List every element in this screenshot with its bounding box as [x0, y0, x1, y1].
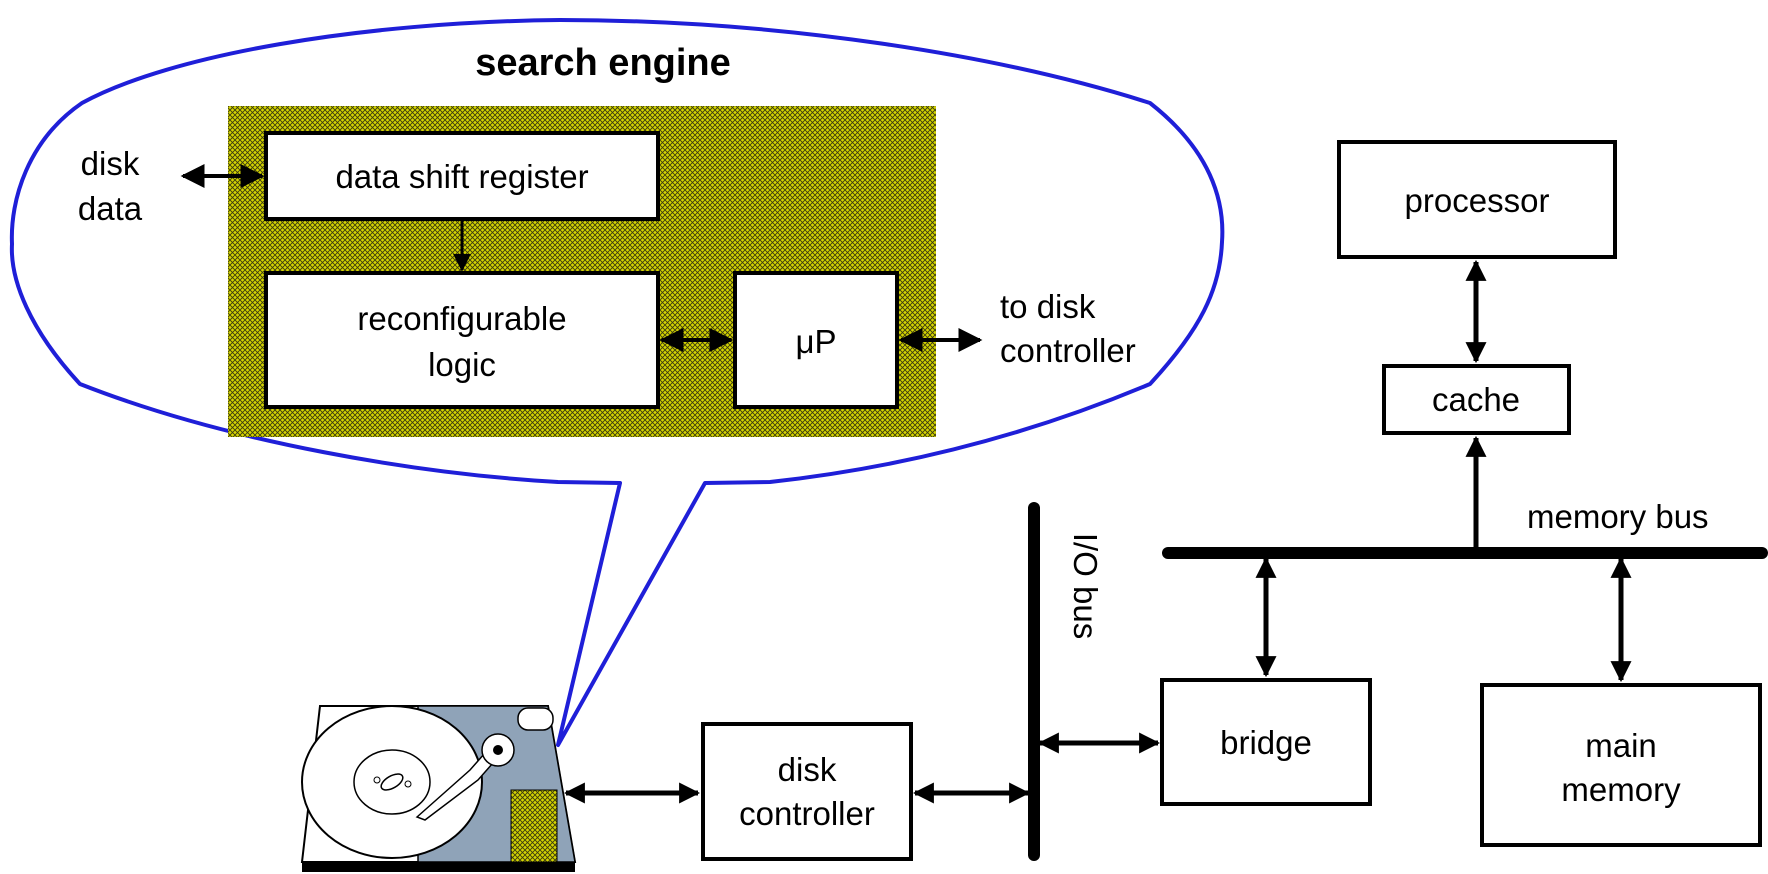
data-shift-register-box	[264, 131, 660, 221]
cache-box	[1382, 364, 1571, 435]
disk-controller-label-line1: disk	[778, 751, 837, 788]
disk-controller-label-line2: controller	[739, 795, 875, 832]
bridge-box	[1160, 678, 1372, 806]
main-memory-label-line2: memory	[1561, 771, 1681, 808]
main-memory-box	[1480, 683, 1762, 847]
to-disk-controller-label-line1: to disk	[1000, 288, 1096, 325]
disk-controller-box	[701, 722, 913, 861]
cache-label: cache	[1432, 381, 1520, 418]
microprocessor-box	[733, 271, 899, 409]
search-engine-title: search engine	[475, 42, 731, 84]
bridge-label: bridge	[1220, 724, 1312, 761]
microprocessor-label: μP	[795, 323, 836, 360]
reconfigurable-logic-label-line2: logic	[428, 346, 496, 383]
memory-bus-label: memory bus	[1527, 498, 1709, 535]
io-bus-label: I/O bus	[1067, 533, 1104, 639]
disk-data-label-line1: disk	[81, 145, 140, 182]
main-memory-label-line1: main	[1585, 727, 1657, 764]
to-disk-controller-label-line2: controller	[1000, 332, 1136, 369]
processor-label: processor	[1405, 182, 1550, 219]
reconfigurable-logic-box	[264, 271, 660, 409]
disk-data-label-line2: data	[78, 190, 143, 227]
processor-box	[1337, 140, 1617, 259]
data-shift-register-label: data shift register	[335, 158, 588, 195]
hard-disk-drive-icon	[300, 705, 577, 872]
reconfigurable-logic-label-line1: reconfigurable	[357, 300, 566, 337]
